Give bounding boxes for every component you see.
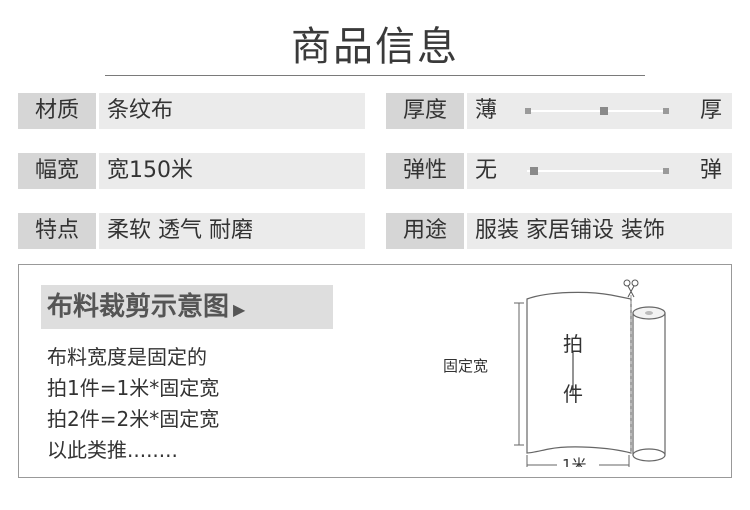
length-dimension-label: 1米 <box>562 456 587 467</box>
usage-label: 用途 <box>386 213 464 249</box>
fabric-sheet <box>526 291 632 454</box>
spec-row-features: 特点 柔软 透气 耐磨 用途 服装 家居铺设 装饰 <box>18 213 732 249</box>
thickness-slider <box>525 93 669 129</box>
scissors-icon <box>623 279 639 298</box>
thickness-slider-track <box>527 110 667 112</box>
elasticity-slider-max-dot <box>663 168 669 174</box>
guide-line-3: 拍2件=2米*固定宽 <box>47 407 220 431</box>
triangle-right-icon: ▶ <box>233 300 246 319</box>
thickness-scale: 薄 厚 <box>467 93 732 129</box>
fabric-roll-body <box>632 312 666 456</box>
thickness-slider-knob <box>600 107 608 115</box>
spec-row-material: 材质 条纹布 厚度 薄 厚 <box>18 93 732 129</box>
fabric-roll-bottom <box>632 448 666 462</box>
sheet-label-top: 拍 <box>563 332 583 356</box>
usage-value: 服装 家居铺设 装饰 <box>467 213 732 249</box>
elasticity-scale: 无 弹 <box>467 153 732 189</box>
material-value: 条纹布 <box>99 93 365 129</box>
thickness-slider-max-dot <box>663 108 669 114</box>
thickness-high-text: 厚 <box>699 98 722 123</box>
fabric-roll-diagram: 固定宽 拍 件 1米 <box>443 279 666 467</box>
elasticity-slider-track <box>527 170 667 172</box>
elasticity-slider-knob <box>530 167 538 175</box>
spec-row-width: 幅宽 宽150米 弹性 无 弹 <box>18 153 732 189</box>
elasticity-slider <box>527 153 669 189</box>
material-label: 材质 <box>18 93 96 129</box>
title-underline <box>105 75 645 76</box>
width-dimension-label: 固定宽 <box>443 357 488 375</box>
thickness-label: 厚度 <box>386 93 464 129</box>
elasticity-low-text: 无 <box>475 158 498 183</box>
cutting-guide-heading-text: 布料裁剪示意图 <box>47 292 230 322</box>
sheet-label-bottom: 件 <box>563 382 583 406</box>
thickness-low-text: 薄 <box>475 98 498 123</box>
features-value: 柔软 透气 耐磨 <box>99 213 365 249</box>
fabric-roll-core <box>645 311 653 315</box>
cutting-guide-panel: 布料裁剪示意图▶ 布料宽度是固定的 拍1件=1米*固定宽 拍2件=2米*固定宽 … <box>18 264 732 478</box>
elasticity-high-text: 弹 <box>699 158 722 183</box>
cutting-guide-heading: 布料裁剪示意图▶ <box>41 285 333 329</box>
width-label: 幅宽 <box>18 153 96 189</box>
page-title: 商品信息 <box>291 24 459 70</box>
guide-line-4: 以此类推........ <box>47 438 178 462</box>
width-value: 宽150米 <box>99 153 365 189</box>
guide-line-2: 拍1件=1米*固定宽 <box>47 376 220 400</box>
thickness-slider-min-dot <box>525 108 531 114</box>
guide-line-1: 布料宽度是固定的 <box>47 345 207 369</box>
elasticity-label: 弹性 <box>386 153 464 189</box>
features-label: 特点 <box>18 213 96 249</box>
